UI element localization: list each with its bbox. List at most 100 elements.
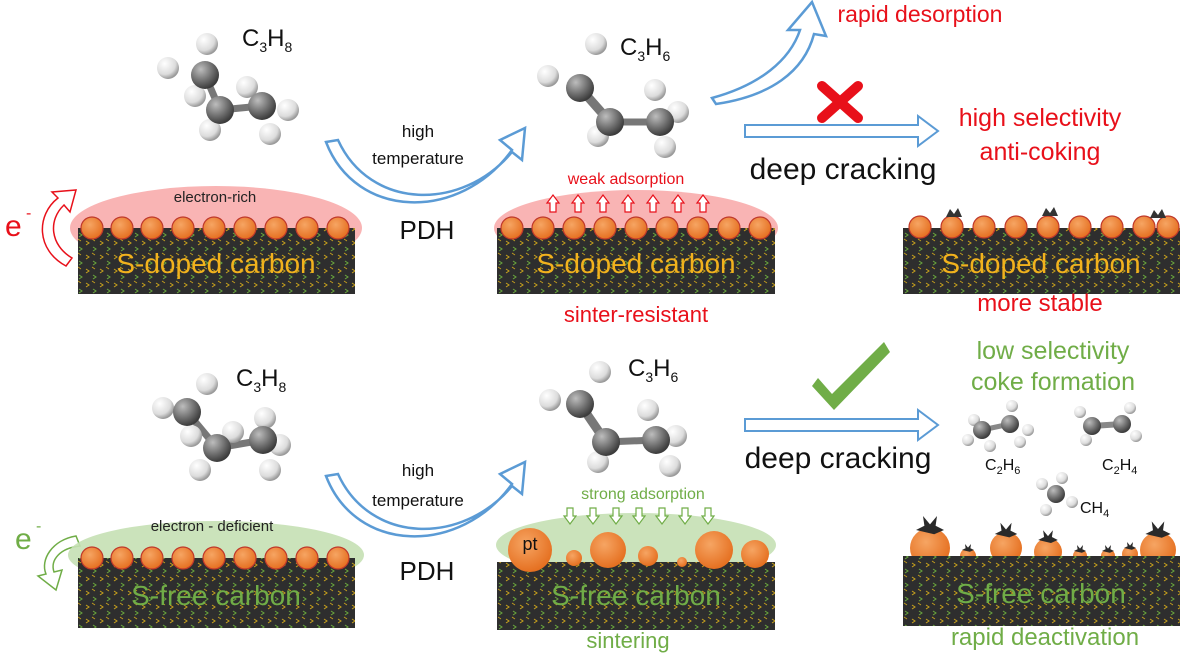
- pt-particle: [500, 216, 524, 240]
- coke-deposit: [1102, 545, 1114, 553]
- pt-particle: [110, 216, 134, 240]
- down-arrow-icon: [700, 507, 716, 525]
- pt-particles: [80, 546, 350, 570]
- coke-deposit: [1074, 545, 1086, 553]
- formula-propane-top: C3H8: [242, 25, 292, 55]
- propylene-molecule-bottom: [539, 361, 687, 477]
- cracking-arrow-bottom: deep cracking: [744, 408, 940, 475]
- desorption-arrow: rapid desorption: [709, 0, 1003, 106]
- pt-particle: [531, 216, 555, 240]
- pt-particles: [500, 216, 772, 240]
- pt-particle: [326, 546, 350, 570]
- coke-deposit: [916, 516, 944, 535]
- down-arrow-icon: [631, 507, 647, 525]
- outcome-line2: coke formation: [971, 368, 1135, 396]
- coke-deposit: [1038, 530, 1058, 543]
- ethylene-molecule: [1074, 402, 1142, 446]
- process-name: PDH: [400, 556, 455, 586]
- pt-particle: [638, 546, 658, 566]
- outcome-line1: high selectivity: [959, 104, 1122, 132]
- curved-arrow-icon: [41, 189, 78, 267]
- cross-icon: [817, 81, 863, 123]
- cracking-arrow-top: deep cracking: [744, 114, 940, 186]
- pt-particle: [233, 546, 257, 570]
- substrate-label: S-free carbon: [131, 580, 301, 611]
- pt-particle: [295, 546, 319, 570]
- process-arrow-top: high temperature PDH: [324, 122, 527, 245]
- pt-particle: [171, 216, 195, 240]
- pt-particle: [80, 546, 104, 570]
- coke-deposit: [946, 208, 962, 217]
- pt-particle: [908, 215, 932, 239]
- pt-particle: [140, 216, 164, 240]
- substrate-label: S-doped carbon: [536, 248, 735, 279]
- pt-particle: [677, 557, 687, 567]
- pt-particle: [264, 216, 288, 240]
- check-icon: [812, 342, 890, 410]
- formula-propylene-top: C3H6: [620, 34, 670, 64]
- up-arrow-icon: [620, 194, 636, 213]
- pt-particle: [1068, 215, 1092, 239]
- electron-donation-top: e -: [5, 189, 78, 267]
- pt-particle: [508, 528, 552, 572]
- pt-particle: [624, 216, 648, 240]
- electron-superscript: -: [36, 518, 41, 535]
- formula-ethane: C2H6: [985, 457, 1020, 477]
- process-condition-line1: high: [402, 122, 434, 141]
- pt-particle: [562, 216, 586, 240]
- process-condition-line1: high: [402, 461, 434, 480]
- pt-particle: [590, 532, 626, 568]
- down-arrow-icon: [585, 507, 601, 525]
- coke-deposit: [994, 522, 1018, 538]
- pt-particle: [1132, 215, 1156, 239]
- coke-deposit: [1150, 209, 1166, 218]
- pt-particle: [295, 216, 319, 240]
- surface-label: electron - deficient: [151, 518, 274, 535]
- mid-caption: sinter-resistant: [564, 302, 708, 327]
- propane-molecule-top: [157, 33, 299, 145]
- pt-particle: [264, 546, 288, 570]
- pt-particles: [508, 528, 769, 572]
- formula-ethylene: C2H4: [1102, 457, 1137, 477]
- coke-deposit: [1145, 521, 1171, 538]
- down-arrow-icon: [608, 507, 624, 525]
- mid-caption: sintering: [586, 628, 669, 653]
- ethane-molecule: [962, 400, 1034, 452]
- outcome-line1: low selectivity: [977, 337, 1130, 365]
- pt-particle: [202, 216, 226, 240]
- pt-particle: [110, 546, 134, 570]
- process-condition-line2: temperature: [372, 491, 464, 510]
- pt-particle: [686, 216, 710, 240]
- desorption-label: rapid desorption: [838, 1, 1003, 27]
- catalyst-strong-adsorption: strong adsorption pt S-free carbon sinte…: [496, 486, 776, 653]
- down-arrow-icon: [654, 507, 670, 525]
- substrate-label: S-doped carbon: [941, 248, 1140, 279]
- pt-particle: [140, 546, 164, 570]
- right-caption: more stable: [977, 290, 1102, 317]
- catalyst-weak-adsorption: weak adsorption S-doped carbon sinter-re…: [494, 171, 778, 327]
- electron-withdrawal-bottom: e -: [15, 518, 82, 592]
- pt-particle: [326, 216, 350, 240]
- up-arrow-icon: [695, 194, 711, 213]
- substrate-label: S-doped carbon: [116, 248, 315, 279]
- pt-particle: [1004, 215, 1028, 239]
- surface-label: electron-rich: [174, 189, 257, 206]
- adsorption-label: strong adsorption: [581, 486, 705, 503]
- pt-particle: [940, 215, 964, 239]
- electron-label: e: [5, 210, 22, 243]
- down-arrow-icon: [677, 507, 693, 525]
- process-condition-line2: temperature: [372, 149, 464, 168]
- pt-particle: [233, 216, 257, 240]
- pt-particle: [741, 540, 769, 568]
- curved-arrow-icon: [36, 535, 82, 592]
- pt-particle: [1100, 215, 1124, 239]
- process-name: PDH: [400, 215, 455, 245]
- up-arrow-icon: [570, 194, 586, 213]
- catalyst-stable: S-doped carbon more stable: [903, 207, 1180, 317]
- pt-particles: [908, 207, 1180, 239]
- pt-particle: [695, 531, 733, 569]
- adsorption-label: weak adsorption: [567, 171, 685, 188]
- methane-molecule: [1036, 472, 1078, 516]
- substrate-label: S-free carbon: [956, 578, 1126, 609]
- down-arrow-icon: [562, 507, 578, 525]
